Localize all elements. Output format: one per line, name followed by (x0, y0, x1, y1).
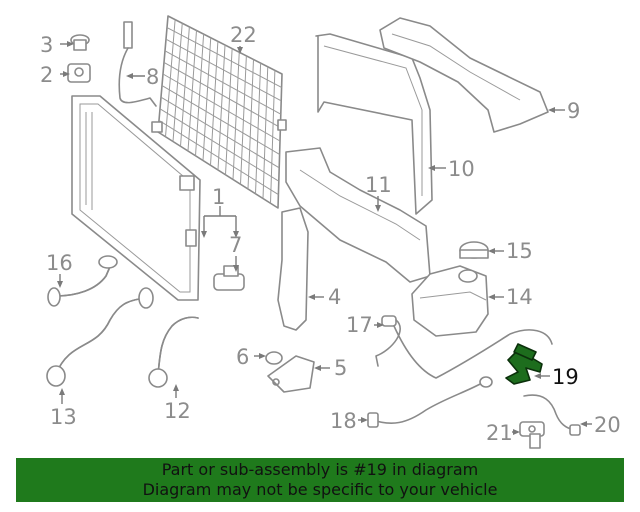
part-radiator (71, 95, 201, 301)
banner-line-2: Diagram may not be specific to your vehi… (142, 480, 498, 499)
part-14-tank (411, 265, 489, 337)
callout-18: 18 (330, 409, 357, 433)
part-13-hose (46, 287, 154, 387)
callout-12: 12 (164, 399, 191, 423)
part-12-hose (148, 316, 199, 388)
part-17-sensor (375, 315, 553, 379)
callout-labels: 1 2 3 4 5 6 7 8 9 10 11 12 13 14 15 16 1… (40, 23, 621, 445)
callout-8: 8 (146, 65, 159, 89)
part-22-condenser (151, 15, 287, 209)
part-20-line (523, 394, 581, 436)
part-4-air-guide (277, 207, 309, 331)
callout-1: 1 (212, 185, 225, 209)
part-8-sensor (118, 21, 157, 107)
part-6-grommet (265, 351, 283, 365)
leader-lines (57, 41, 592, 435)
callout-13: 13 (50, 405, 77, 429)
callout-2: 2 (40, 63, 53, 87)
callout-21: 21 (486, 421, 513, 445)
part-21-connector (519, 421, 545, 449)
callout-4: 4 (328, 285, 341, 309)
part-15-cap (459, 241, 489, 259)
callout-10: 10 (448, 157, 475, 181)
part-18-hose (367, 376, 493, 428)
callout-7: 7 (229, 233, 242, 257)
part-9-bracket (379, 17, 549, 133)
callout-15: 15 (506, 239, 533, 263)
callout-19: 19 (552, 365, 579, 389)
callout-9: 9 (567, 99, 580, 123)
banner-line-1: Part or sub-assembly is #19 in diagram (161, 460, 479, 479)
part-16-hose (47, 255, 118, 307)
callout-5: 5 (334, 356, 347, 380)
callout-16: 16 (46, 251, 73, 275)
callout-14: 14 (506, 285, 533, 309)
part-7-plug (213, 265, 245, 291)
part-3-clip (70, 34, 90, 51)
part-19-highlighted (505, 343, 543, 385)
callout-22: 22 (230, 23, 257, 47)
callout-11: 11 (365, 173, 392, 197)
callout-3: 3 (40, 33, 53, 57)
callout-6: 6 (236, 345, 249, 369)
info-banner: Part or sub-assembly is #19 in diagram D… (16, 458, 624, 502)
diagram-canvas: 1 2 3 4 5 6 7 8 9 10 11 12 13 14 15 16 1… (40, 15, 621, 449)
callout-17: 17 (346, 313, 373, 337)
callout-20: 20 (594, 413, 621, 437)
part-5-bracket (267, 355, 315, 393)
part-2-bracket (67, 63, 91, 83)
